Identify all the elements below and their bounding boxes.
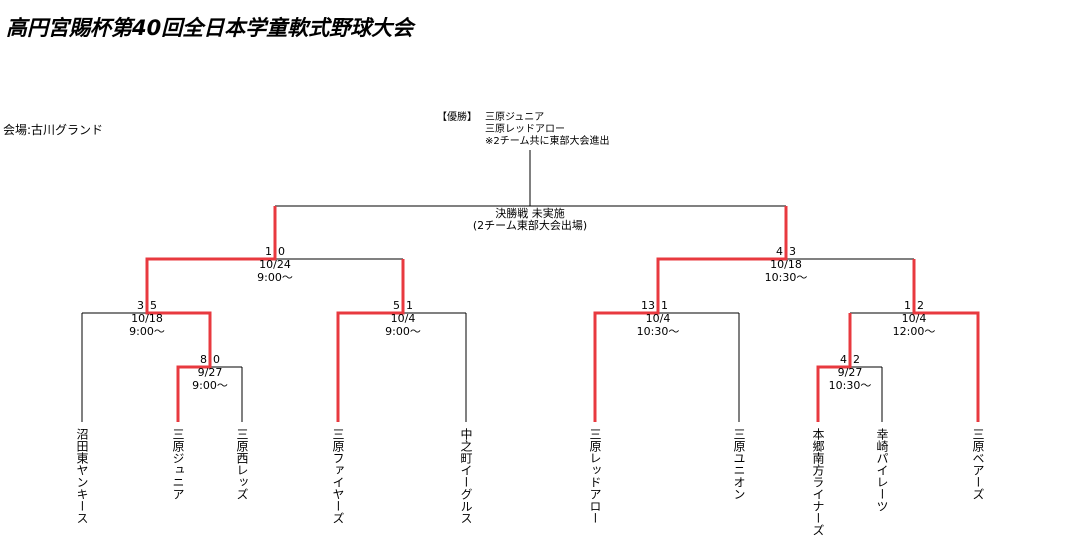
score-left: 3 — [137, 299, 144, 312]
winner-path — [816, 313, 852, 422]
score-left: 1 — [904, 299, 911, 312]
team-name: 本郷南方ライナーズ — [811, 428, 825, 536]
score-left: 13 — [641, 299, 655, 312]
team-name: 三原ユニオン — [732, 428, 746, 500]
score-left: 4 — [776, 245, 783, 258]
match-date: 10/4 — [901, 312, 927, 325]
team-name: 中之町イーグルス — [459, 428, 473, 524]
match-time: 9:00〜 — [385, 325, 421, 338]
winner-path — [145, 206, 277, 422]
team-name: 三原ベアーズ — [971, 428, 985, 500]
winner-path — [912, 259, 980, 422]
match-date: 10/18 — [131, 312, 163, 325]
score-right: 3 — [789, 245, 796, 258]
match-time: 10:30〜 — [636, 325, 680, 338]
match-date: 10/18 — [770, 258, 802, 271]
match-time: 9:00〜 — [257, 271, 293, 284]
match-date: 10/24 — [259, 258, 291, 271]
team-name: 三原ファイヤーズ — [331, 428, 345, 524]
final-info: 決勝戦 未実施 (2チーム東部大会出場) — [430, 208, 630, 232]
match-info: 13 1 10/4 10:30〜 — [598, 299, 718, 338]
score-left: 8 — [200, 353, 207, 366]
match-time: 10:30〜 — [764, 271, 808, 284]
team-name: 沼田東ヤンキース — [75, 428, 89, 524]
winner-path — [593, 206, 788, 422]
score-right: 1 — [406, 299, 413, 312]
score-left: 4 — [840, 353, 847, 366]
match-date: 10/4 — [645, 312, 671, 325]
final-status: 決勝戦 未実施 — [495, 207, 565, 220]
team-name: 三原西レッズ — [235, 428, 249, 500]
match-date: 10/4 — [390, 312, 416, 325]
match-time: 10:30〜 — [828, 379, 872, 392]
team-name: 幸崎パイレーツ — [875, 428, 889, 512]
bracket-winner-lines — [145, 206, 980, 422]
champion-team: 三原ジュニア — [485, 112, 545, 123]
venue-label: 会場:古川グランド — [3, 123, 104, 137]
score-left: 1 — [265, 245, 272, 258]
match-time: 9:00〜 — [129, 325, 165, 338]
team-name: 三原レッドアロー — [588, 428, 602, 524]
champion-list: 三原ジュニア 三原レッドアロー ※2チーム共に東部大会進出 — [485, 112, 609, 148]
score-right: 0 — [278, 245, 285, 258]
score-left: 5 — [393, 299, 400, 312]
match-date: 9/27 — [837, 366, 863, 379]
match-time: 12:00〜 — [892, 325, 936, 338]
champion-team: 三原レッドアロー — [485, 124, 565, 135]
match-time: 9:00〜 — [192, 379, 228, 392]
champion-label: 【優勝】 — [437, 112, 477, 123]
score-right: 5 — [150, 299, 157, 312]
score-right: 1 — [661, 299, 668, 312]
champion-note: ※2チーム共に東部大会進出 — [485, 136, 610, 147]
match-date: 9/27 — [197, 366, 223, 379]
score-right: 2 — [853, 353, 860, 366]
winner-path — [336, 259, 405, 422]
score-right: 2 — [917, 299, 924, 312]
page-title: 高円宮賜杯第40回全日本学童軟式野球大会 — [6, 16, 414, 40]
score-right: 0 — [213, 353, 220, 366]
final-note: (2チーム東部大会出場) — [472, 219, 588, 232]
bracket-black-lines — [81, 150, 914, 422]
team-name: 三原ジュニア — [171, 428, 185, 500]
